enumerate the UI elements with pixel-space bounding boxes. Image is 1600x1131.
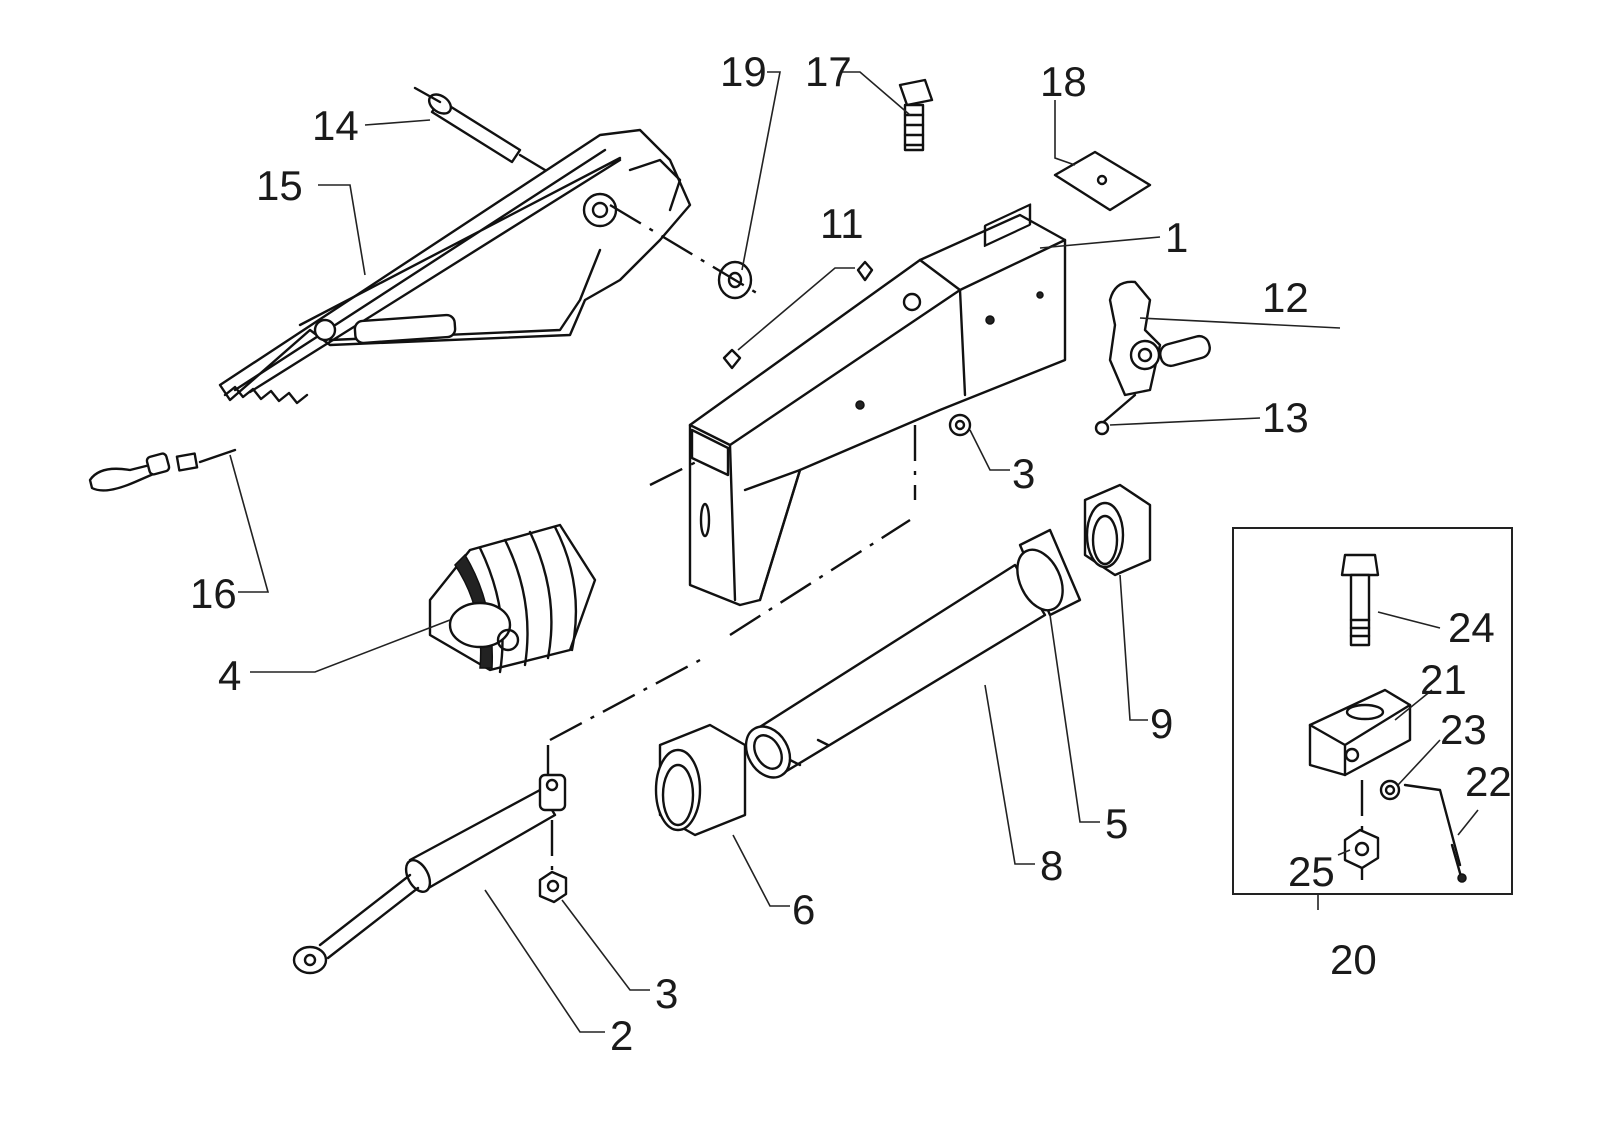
part-17-bolt xyxy=(898,78,934,152)
callout-23: 23 xyxy=(1440,706,1487,753)
part-24-bolt xyxy=(1340,553,1380,647)
assembly-axis-line xyxy=(549,458,911,742)
part-3-nut-lower xyxy=(538,870,568,904)
part-1-frame xyxy=(688,203,1067,607)
callout-labels: 14 15 19 17 18 11 1 12 13 3 16 4 9 5 8 6… xyxy=(190,48,1512,1059)
part-13-pin xyxy=(1094,393,1137,436)
callout-11: 11 xyxy=(820,200,864,247)
callout-9: 9 xyxy=(1150,700,1173,747)
leader-lines xyxy=(229,71,1479,1033)
part-5-flange xyxy=(1016,528,1082,617)
part-19-washer xyxy=(609,203,761,300)
part-9-bushing xyxy=(1083,483,1152,577)
callout-3-upper: 3 xyxy=(1012,450,1035,497)
callout-6: 6 xyxy=(792,886,815,933)
part-15-arm xyxy=(218,128,692,405)
callout-2: 2 xyxy=(610,1012,633,1059)
callout-24: 24 xyxy=(1448,604,1495,651)
callout-12: 12 xyxy=(1262,274,1309,321)
part-11-fittings xyxy=(722,260,874,370)
part-2-cylinder xyxy=(292,745,567,975)
part-3-nut-upper xyxy=(913,413,972,500)
part-16-hook xyxy=(88,448,237,492)
callout-22: 22 xyxy=(1465,758,1512,805)
part-14-pin xyxy=(413,86,547,172)
callout-15: 15 xyxy=(256,162,303,209)
callout-16: 16 xyxy=(190,570,237,617)
part-6-bushing xyxy=(654,723,747,837)
part-22-handle xyxy=(1403,783,1467,883)
part-8-tube xyxy=(744,563,1047,779)
callout-20: 20 xyxy=(1330,936,1377,983)
callout-5: 5 xyxy=(1105,800,1128,847)
callout-13: 13 xyxy=(1262,394,1309,441)
callout-21: 21 xyxy=(1420,656,1467,703)
callout-17: 17 xyxy=(805,48,852,95)
callout-4: 4 xyxy=(218,652,241,699)
callout-19: 19 xyxy=(720,48,767,95)
callout-1: 1 xyxy=(1165,214,1188,261)
callout-25: 25 xyxy=(1288,848,1335,895)
part-25-nut xyxy=(1343,828,1380,870)
part-4-bellows xyxy=(428,523,597,674)
part-23-washer xyxy=(1379,779,1401,801)
inset-20-kit xyxy=(1232,527,1513,895)
callout-18: 18 xyxy=(1040,58,1087,105)
callout-14: 14 xyxy=(312,102,359,149)
callout-3-lower: 3 xyxy=(655,970,678,1017)
part-18-plate xyxy=(1053,150,1152,212)
callout-8: 8 xyxy=(1040,842,1063,889)
part-21-clamp xyxy=(1308,688,1412,777)
part-12-latch xyxy=(1108,280,1211,397)
